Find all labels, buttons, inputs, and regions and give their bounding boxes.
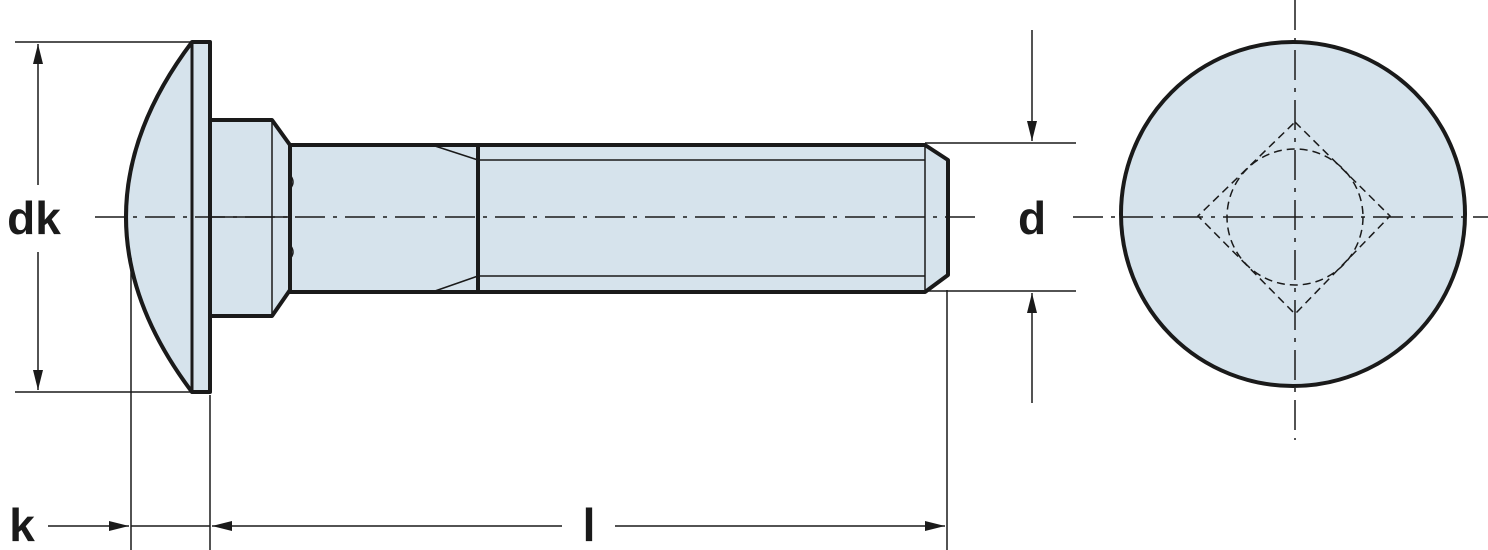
dimension-d	[925, 30, 1076, 403]
dimension-k-l	[48, 258, 948, 550]
dimension-dk	[15, 41, 195, 393]
bolt-end-view	[1073, 0, 1488, 440]
label-dk: dk	[7, 192, 61, 244]
label-l: l	[583, 499, 596, 550]
bolt-shank	[288, 143, 950, 294]
bolt-side-view	[124, 40, 950, 394]
label-d: d	[1018, 192, 1046, 244]
head-top-circle	[1119, 40, 1467, 388]
bolt-square-neck	[208, 118, 292, 318]
label-k: k	[9, 499, 35, 550]
